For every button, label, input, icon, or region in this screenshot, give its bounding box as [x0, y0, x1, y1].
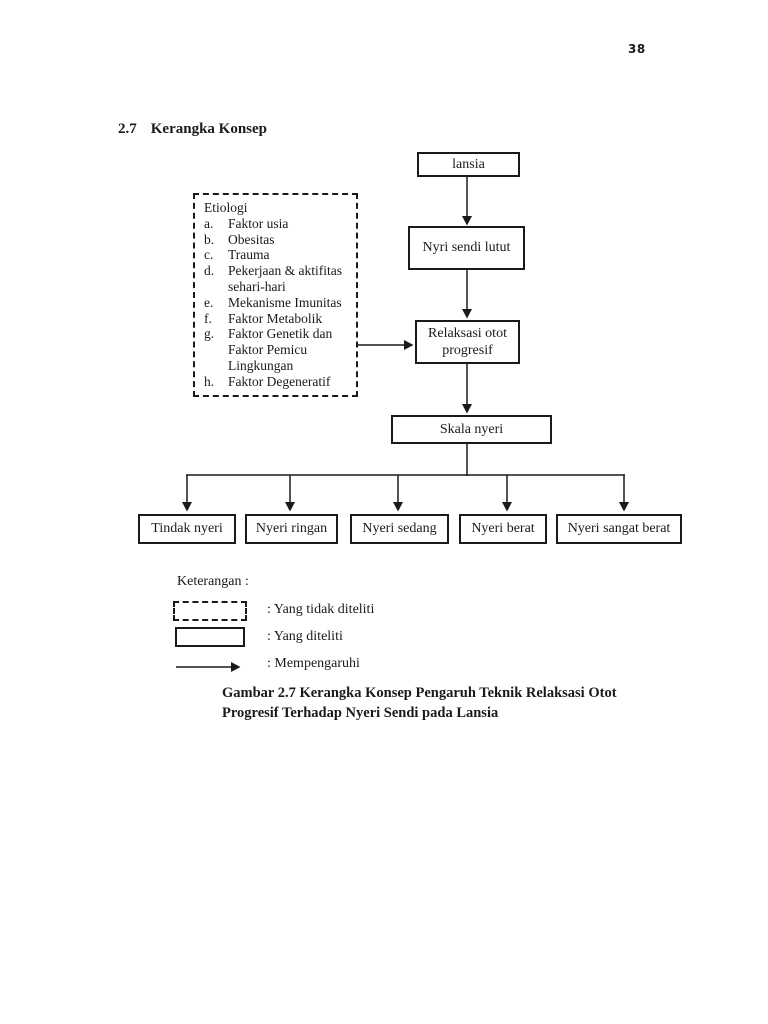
item-letter: h. [204, 373, 215, 389]
section-number: 2.7 [118, 121, 137, 137]
legend-label-not-studied: : Yang tidak diteliti [267, 602, 375, 617]
etiologi-dashed-box: Etiologi a. Faktor usia b. Obesitas c. T… [193, 193, 358, 397]
etiologi-item: c. Trauma [204, 247, 352, 263]
section-heading: 2.7 Kerangka Konsep [118, 121, 267, 138]
node-relaksasi-otot-progresif: Relaksasi otot progresif [415, 320, 520, 364]
item-letter: b. [204, 231, 215, 247]
etiologi-item: h. Faktor Degeneratif [204, 374, 352, 390]
legend-label-influences: : Mempengaruhi [267, 656, 360, 671]
etiologi-item: d. Pekerjaan & aktifitas sehari-hari [204, 263, 352, 295]
node-nyeri-sedang: Nyeri sedang [350, 514, 449, 544]
etiologi-item: f. Faktor Metabolik [204, 311, 352, 327]
etiologi-item: a. Faktor usia [204, 216, 352, 232]
item-letter: c. [204, 247, 214, 263]
node-nyeri-sendi-lutut: Nyri sendi lutut [408, 226, 525, 270]
node-nyeri-ringan: Nyeri ringan [245, 514, 338, 544]
item-text: Mekanisme Imunitas [228, 294, 342, 310]
legend-label-studied: : Yang diteliti [267, 629, 343, 644]
etiologi-item: b. Obesitas [204, 232, 352, 248]
etiologi-item: e. Mekanisme Imunitas [204, 295, 352, 311]
item-text: Faktor usia [228, 215, 289, 231]
item-text: Obesitas [228, 231, 275, 247]
legend-dashed-box-icon [173, 601, 247, 621]
node-tindak-nyeri: Tindak nyeri [138, 514, 236, 544]
page-number: 38 [628, 42, 646, 56]
section-title: Kerangka Konsep [150, 121, 268, 137]
node-lansia: lansia [417, 152, 520, 177]
item-letter: f. [204, 310, 212, 326]
node-skala-nyeri: Skala nyeri [391, 415, 552, 444]
legend-arrow-icon [176, 662, 241, 672]
legend-title: Keterangan : [177, 574, 249, 589]
item-text: Faktor Genetik dan Faktor Pemicu Lingkun… [228, 326, 333, 373]
node-nyeri-berat: Nyeri berat [459, 514, 547, 544]
item-text: Faktor Metabolik [228, 310, 323, 326]
legend-solid-box-icon [175, 627, 245, 647]
item-text: Trauma [228, 247, 270, 263]
item-text: Faktor Degeneratif [228, 373, 331, 389]
item-letter: a. [204, 215, 214, 231]
item-text: Pekerjaan & aktifitas sehari-hari [228, 263, 342, 294]
item-letter: e. [204, 294, 214, 310]
figure-caption: Gambar 2.7 Kerangka Konsep Pengaruh Tekn… [222, 685, 617, 721]
item-letter: g. [204, 326, 215, 342]
item-letter: d. [204, 263, 215, 279]
node-nyeri-sangat-berat: Nyeri sangat berat [556, 514, 682, 544]
etiologi-item: g. Faktor Genetik dan Faktor Pemicu Ling… [204, 326, 352, 373]
etiologi-title: Etiologi [204, 200, 248, 215]
